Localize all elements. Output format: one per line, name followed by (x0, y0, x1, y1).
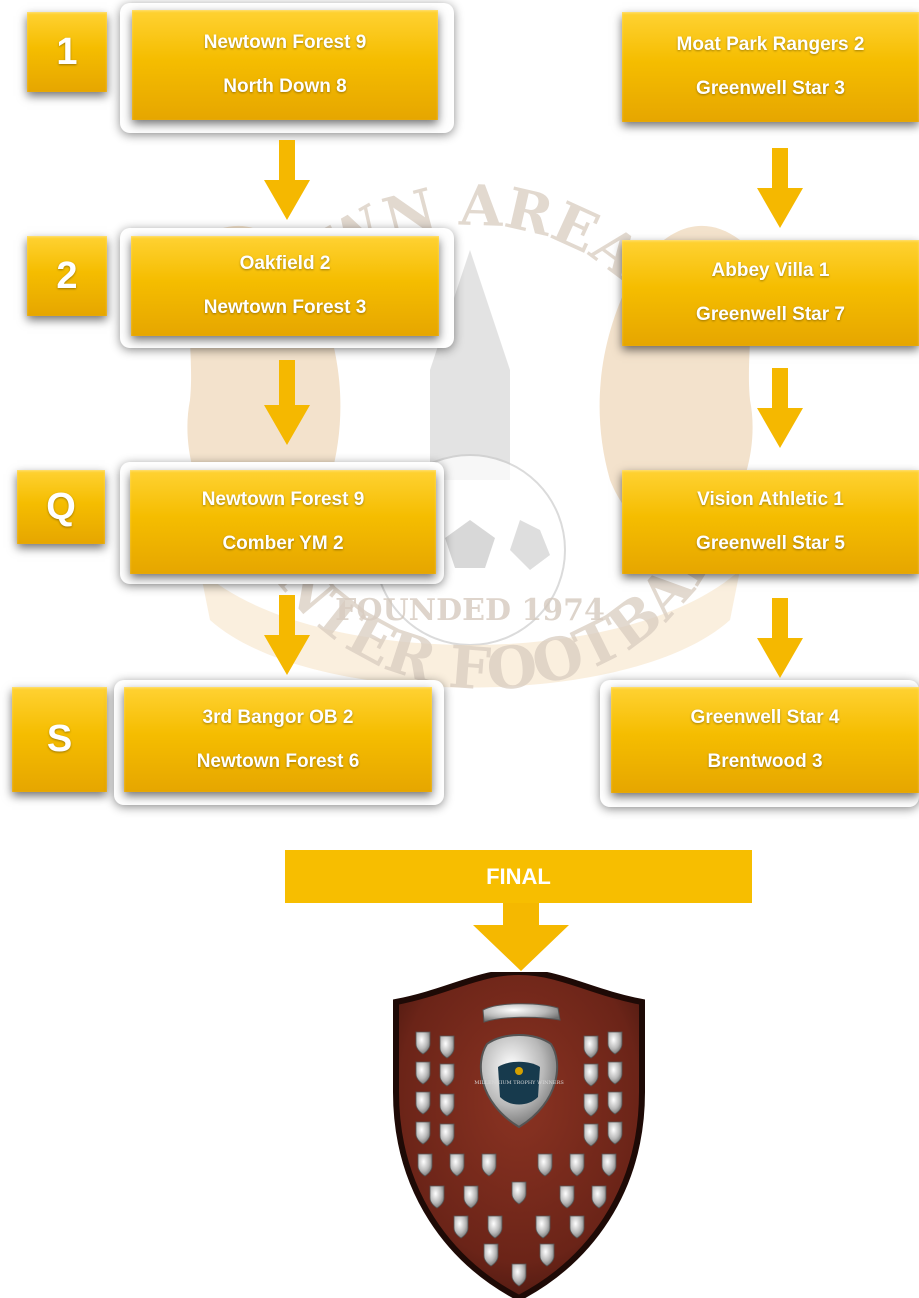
arrow-down-icon (264, 595, 310, 675)
final-label: FINAL (285, 850, 752, 903)
team-home: Newtown Forest 9 (201, 489, 365, 510)
arrow-down-icon (264, 140, 310, 220)
match-r2-right: Abbey Villa 1 Greenwell Star 7 (622, 240, 919, 346)
round-label-2: 2 (27, 236, 107, 316)
match-sf-right: Greenwell Star 4 Brentwood 3 (611, 687, 919, 793)
arrow-down-icon (757, 148, 803, 228)
crest-founded-text: FOUNDED 1974 (335, 593, 605, 628)
match-r1-right: Moat Park Rangers 2 Greenwell Star 3 (622, 12, 919, 122)
team-away: Greenwell Star 3 (696, 78, 845, 99)
team-away: Greenwell Star 5 (696, 533, 845, 554)
team-away: Newtown Forest 6 (196, 750, 360, 772)
arrow-down-icon (264, 360, 310, 445)
round-label-s: S (12, 687, 107, 792)
team-home: 3rd Bangor OB 2 (202, 706, 354, 728)
team-home: Vision Athletic 1 (697, 489, 844, 510)
match-r1-left: Newtown Forest 9 North Down 8 (132, 10, 438, 120)
team-away: North Down 8 (223, 76, 347, 97)
team-home: Abbey Villa 1 (711, 260, 830, 281)
team-away: Newtown Forest 3 (203, 297, 367, 318)
shield-trophy-image: MILLENNIUM TROPHY WINNERS (393, 972, 645, 1298)
match-r2-left: Oakfield 2 Newtown Forest 3 (131, 236, 439, 336)
team-away: Greenwell Star 7 (696, 304, 845, 325)
plaque-text: MILLENNIUM TROPHY WINNERS (474, 1080, 564, 1086)
arrow-down-icon (757, 598, 803, 678)
round-label-1: 1 (27, 12, 107, 92)
arrow-down-icon (473, 903, 569, 971)
team-away: Brentwood 3 (707, 751, 823, 772)
team-home: Oakfield 2 (239, 253, 331, 274)
team-home: Greenwell Star 4 (690, 707, 840, 728)
team-away: Comber YM 2 (222, 533, 344, 554)
arrow-down-icon (757, 368, 803, 448)
round-label-q: Q (17, 470, 105, 544)
match-q-left: Newtown Forest 9 Comber YM 2 (130, 470, 436, 574)
team-home: Moat Park Rangers 2 (676, 34, 865, 55)
match-q-right: Vision Athletic 1 Greenwell Star 5 (622, 470, 919, 574)
team-home: Newtown Forest 9 (203, 32, 367, 53)
match-sf-left: 3rd Bangor OB 2 Newtown Forest 6 (124, 687, 432, 792)
